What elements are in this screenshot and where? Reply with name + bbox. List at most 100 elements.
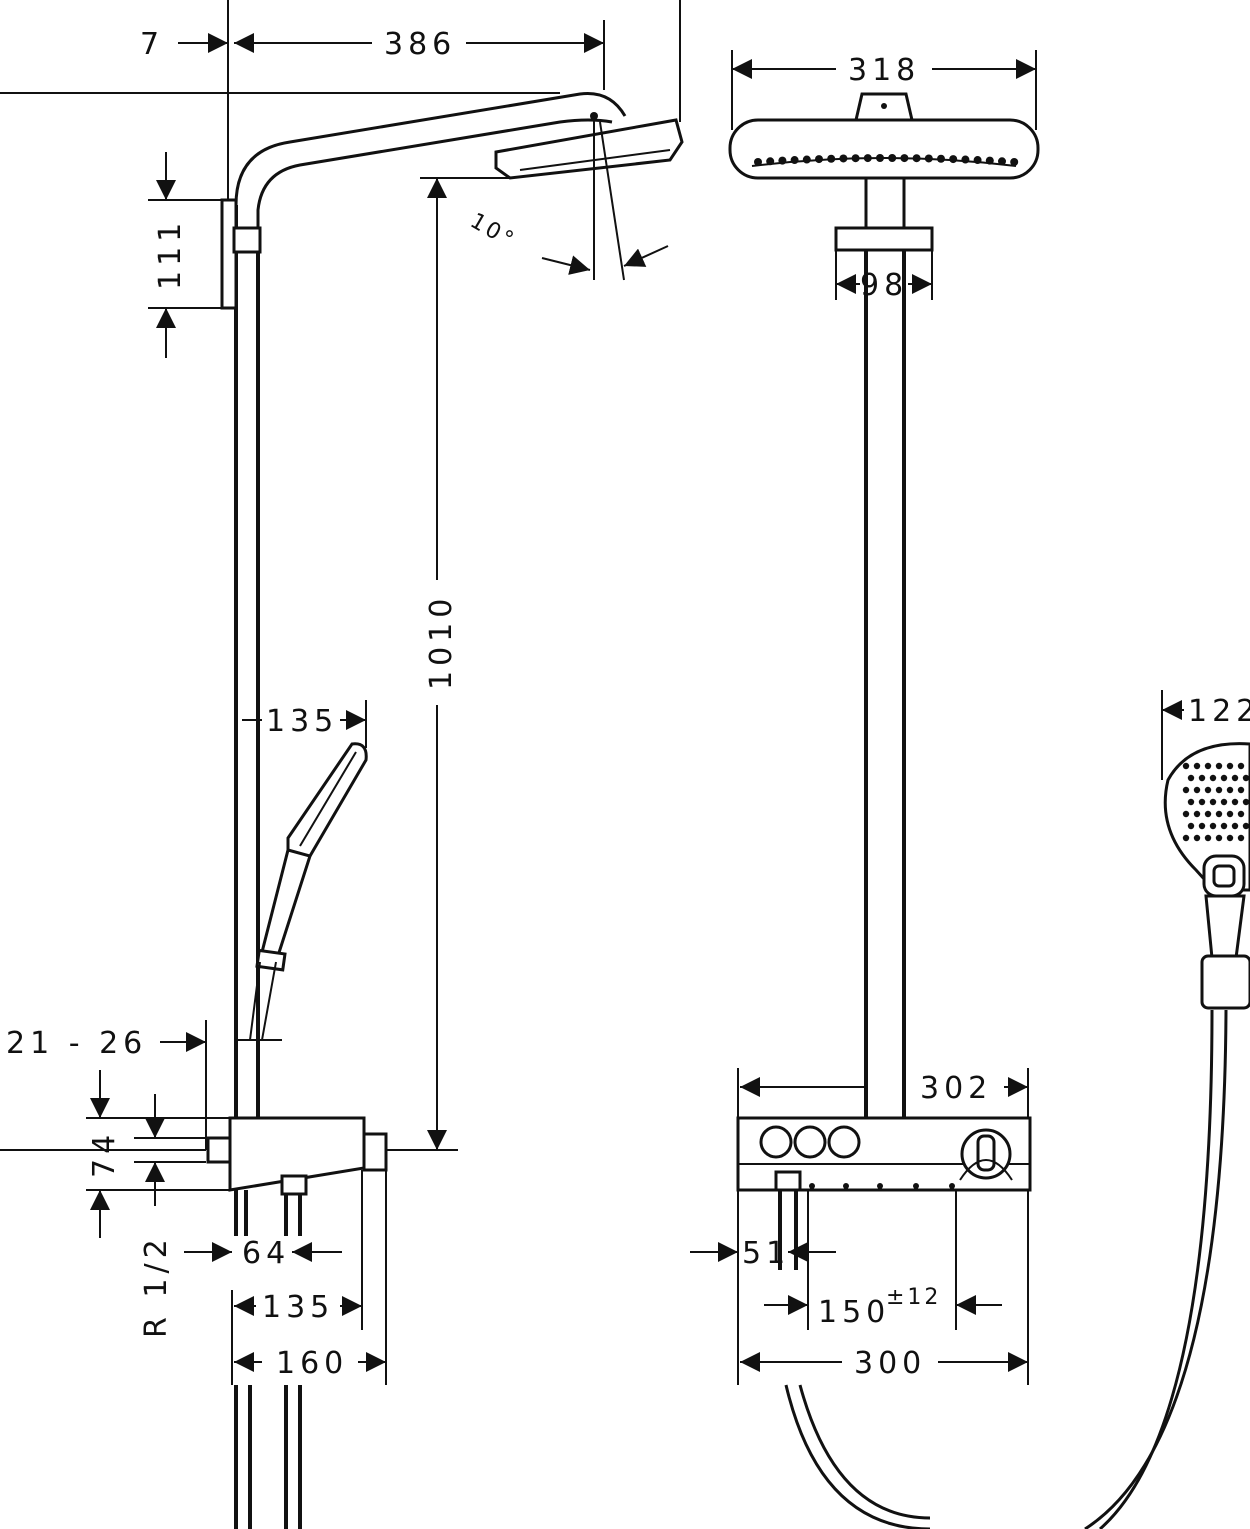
nozzle-dot	[778, 156, 787, 165]
hand-nozzle-dot	[1182, 834, 1190, 842]
side-overhead-shower	[494, 112, 684, 180]
hand-nozzle-dot	[1215, 810, 1223, 818]
dim-98: 98	[860, 268, 908, 303]
nozzle-dot	[754, 158, 762, 166]
nozzle-dot	[900, 154, 909, 163]
hand-nozzles	[1182, 762, 1250, 842]
hand-nozzle-dot	[1226, 762, 1234, 770]
nozzle-dot	[924, 154, 933, 163]
hand-nozzle-dot	[1220, 822, 1228, 830]
nozzle-dot	[839, 154, 848, 163]
hand-nozzle-dot	[1237, 786, 1245, 794]
front-thermostat	[736, 1116, 1032, 1270]
nozzle-dot	[815, 155, 823, 164]
hand-nozzle-dot	[1242, 822, 1250, 830]
hand-nozzle-dot	[1242, 798, 1250, 806]
hand-nozzle-dot	[1204, 762, 1212, 770]
hand-nozzle-dot	[1220, 798, 1228, 806]
hand-nozzle-dot	[1198, 798, 1206, 806]
nozzle-dot	[998, 157, 1006, 166]
shower-hose	[784, 1009, 1228, 1529]
hand-nozzle-dot	[1242, 774, 1250, 782]
hand-nozzle-dot	[1237, 762, 1245, 770]
dim-160: 160	[276, 1346, 348, 1381]
dim-21-26: 21 - 26	[6, 1026, 147, 1061]
hand-nozzle-dot	[1226, 810, 1234, 818]
hand-nozzle-dot	[1204, 834, 1212, 842]
dim-122: 122	[1188, 694, 1250, 729]
dim-51: 51	[742, 1236, 790, 1271]
hand-nozzle-dot	[1231, 822, 1239, 830]
dim-150-tolerance: ±12	[886, 1285, 941, 1310]
hand-nozzle-dot	[1193, 786, 1201, 794]
side-view: 10° 7	[0, 0, 684, 1529]
hand-nozzle-dot	[1198, 822, 1206, 830]
dim-64: 64	[242, 1236, 290, 1271]
hand-nozzle-dot	[1209, 822, 1217, 830]
thread-label: R 1/2	[139, 1234, 174, 1338]
hand-nozzle-dot	[1215, 834, 1223, 842]
hand-nozzle-dot	[1182, 762, 1190, 770]
hand-nozzle-dot	[1226, 834, 1234, 842]
dim-386: 386	[384, 27, 456, 62]
hand-nozzle-dot	[1193, 834, 1201, 842]
hand-nozzle-dot	[1187, 774, 1195, 782]
side-thermostat	[206, 1116, 388, 1529]
angle-arrow-right	[623, 245, 669, 267]
front-hand-shower	[1163, 742, 1250, 1010]
nozzle-dot	[888, 154, 897, 163]
hand-nozzle-dot	[1209, 774, 1217, 782]
hand-nozzle-dot	[1182, 810, 1190, 818]
hand-nozzle-dot	[1204, 810, 1212, 818]
front-view: 318 98 302	[690, 50, 1250, 1529]
nozzle-dot	[937, 154, 945, 163]
dim-135-side: 135	[266, 704, 338, 739]
hand-nozzle-dot	[1231, 798, 1239, 806]
nozzle-dot	[985, 156, 994, 165]
dim-300: 300	[854, 1346, 926, 1381]
nozzle-dot	[1010, 158, 1019, 166]
hand-nozzle-dot	[1198, 774, 1206, 782]
hand-nozzle-dot	[1193, 762, 1201, 770]
hand-nozzle-dot	[1204, 786, 1212, 794]
front-riser-pipe	[834, 176, 934, 1118]
nozzle-row	[754, 154, 1019, 166]
hand-nozzle-dot	[1187, 822, 1195, 830]
nozzle-dot	[961, 155, 970, 164]
nozzle-dot	[790, 156, 799, 165]
dim-7: 7	[140, 27, 164, 62]
dim-135: 135	[262, 1290, 334, 1325]
dim-318: 318	[848, 53, 920, 88]
dim-111: 111	[153, 218, 188, 290]
angle-tilt-line	[599, 121, 625, 281]
hand-nozzle-dot	[1182, 786, 1190, 794]
dim-angle: 10°	[466, 209, 520, 255]
nozzle-dot	[766, 157, 775, 166]
hand-nozzle-dot	[1215, 762, 1223, 770]
dim-1010: 1010	[424, 594, 459, 690]
hand-nozzle-dot	[1231, 774, 1239, 782]
dim-302: 302	[920, 1071, 992, 1106]
hand-nozzle-dot	[1220, 774, 1228, 782]
nozzle-dot	[912, 154, 921, 163]
hand-nozzle-dot	[1209, 798, 1217, 806]
dim-74: 74	[87, 1130, 122, 1178]
nozzle-dot	[876, 154, 884, 163]
hand-nozzle-dot	[1193, 810, 1201, 818]
nozzle-dot	[851, 154, 860, 163]
side-riser-pipe	[220, 91, 627, 1120]
nozzle-dot	[863, 154, 872, 163]
front-overhead-shower	[728, 92, 1040, 180]
side-hand-shower	[236, 742, 368, 1041]
hand-nozzle-dot	[1215, 786, 1223, 794]
nozzle-dot	[949, 155, 958, 164]
angle-arrow-left	[541, 255, 591, 275]
nozzle-dot	[973, 156, 982, 165]
hand-nozzle-dot	[1226, 786, 1234, 794]
nozzle-dot	[802, 155, 811, 164]
nozzle-dot	[827, 154, 836, 163]
hand-nozzle-dot	[1237, 834, 1245, 842]
dim-150: 150	[818, 1295, 890, 1330]
hand-nozzle-dot	[1187, 798, 1195, 806]
